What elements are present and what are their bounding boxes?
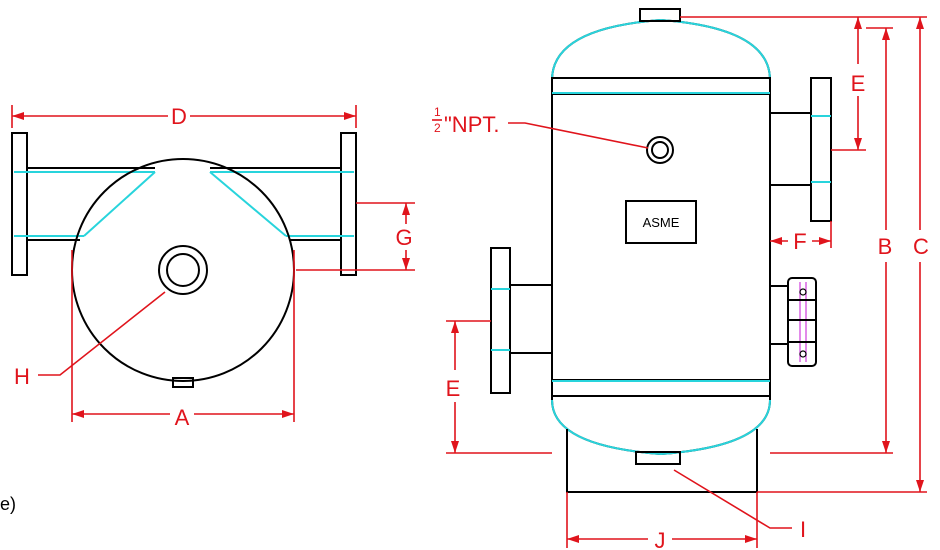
bottom-drain-plan [172, 377, 194, 388]
npt-numerator: 1 [434, 105, 441, 119]
edge-text: e) [0, 494, 16, 514]
asme-nameplate [625, 200, 697, 244]
label-f: F [793, 229, 806, 254]
dimension-g: G [296, 202, 415, 271]
dimension-a: A [71, 250, 295, 430]
outlet-nozzle [769, 112, 812, 186]
label-d: D [171, 104, 187, 129]
dimension-e-top: E [680, 16, 866, 151]
center-fitting [158, 245, 208, 295]
npt-denominator: 2 [434, 121, 441, 135]
bottom-drain [635, 451, 681, 465]
label-g: G [395, 225, 412, 250]
label-e-top: E [851, 71, 866, 96]
vessel-shell [551, 18, 771, 456]
label-j: J [655, 528, 666, 550]
leader-i: I [673, 469, 806, 542]
label-a: A [175, 405, 190, 430]
dimension-j: J [566, 492, 758, 550]
left-flange [11, 132, 28, 276]
inlet-flange [490, 247, 511, 394]
support-skirt [566, 429, 758, 493]
npt-text: "NPT. [444, 112, 499, 137]
label-h: H [14, 364, 30, 389]
dimension-e-left: E [446, 320, 552, 454]
top-vent [639, 8, 681, 22]
leader-h: H [14, 291, 166, 389]
npt-fitting [646, 136, 674, 164]
dimension-d: D [11, 104, 357, 129]
dimension-f: F [770, 221, 832, 254]
label-c: C [913, 234, 929, 259]
dimension-c: C [757, 16, 929, 493]
npt-callout: 1 2 "NPT. [432, 105, 649, 149]
sight-glass [769, 277, 817, 367]
label-i: I [800, 517, 806, 542]
elevation-view: ASME [490, 8, 832, 493]
nameplate-text: ASME [643, 215, 680, 230]
top-view [11, 132, 357, 388]
label-b: B [878, 234, 893, 259]
dimension-b: B [770, 27, 893, 454]
vessel-shell-plan [71, 158, 295, 382]
label-e-left: E [446, 376, 461, 401]
outlet-flange [810, 77, 832, 222]
inlet-nozzle [509, 284, 553, 354]
right-flange [340, 132, 357, 276]
